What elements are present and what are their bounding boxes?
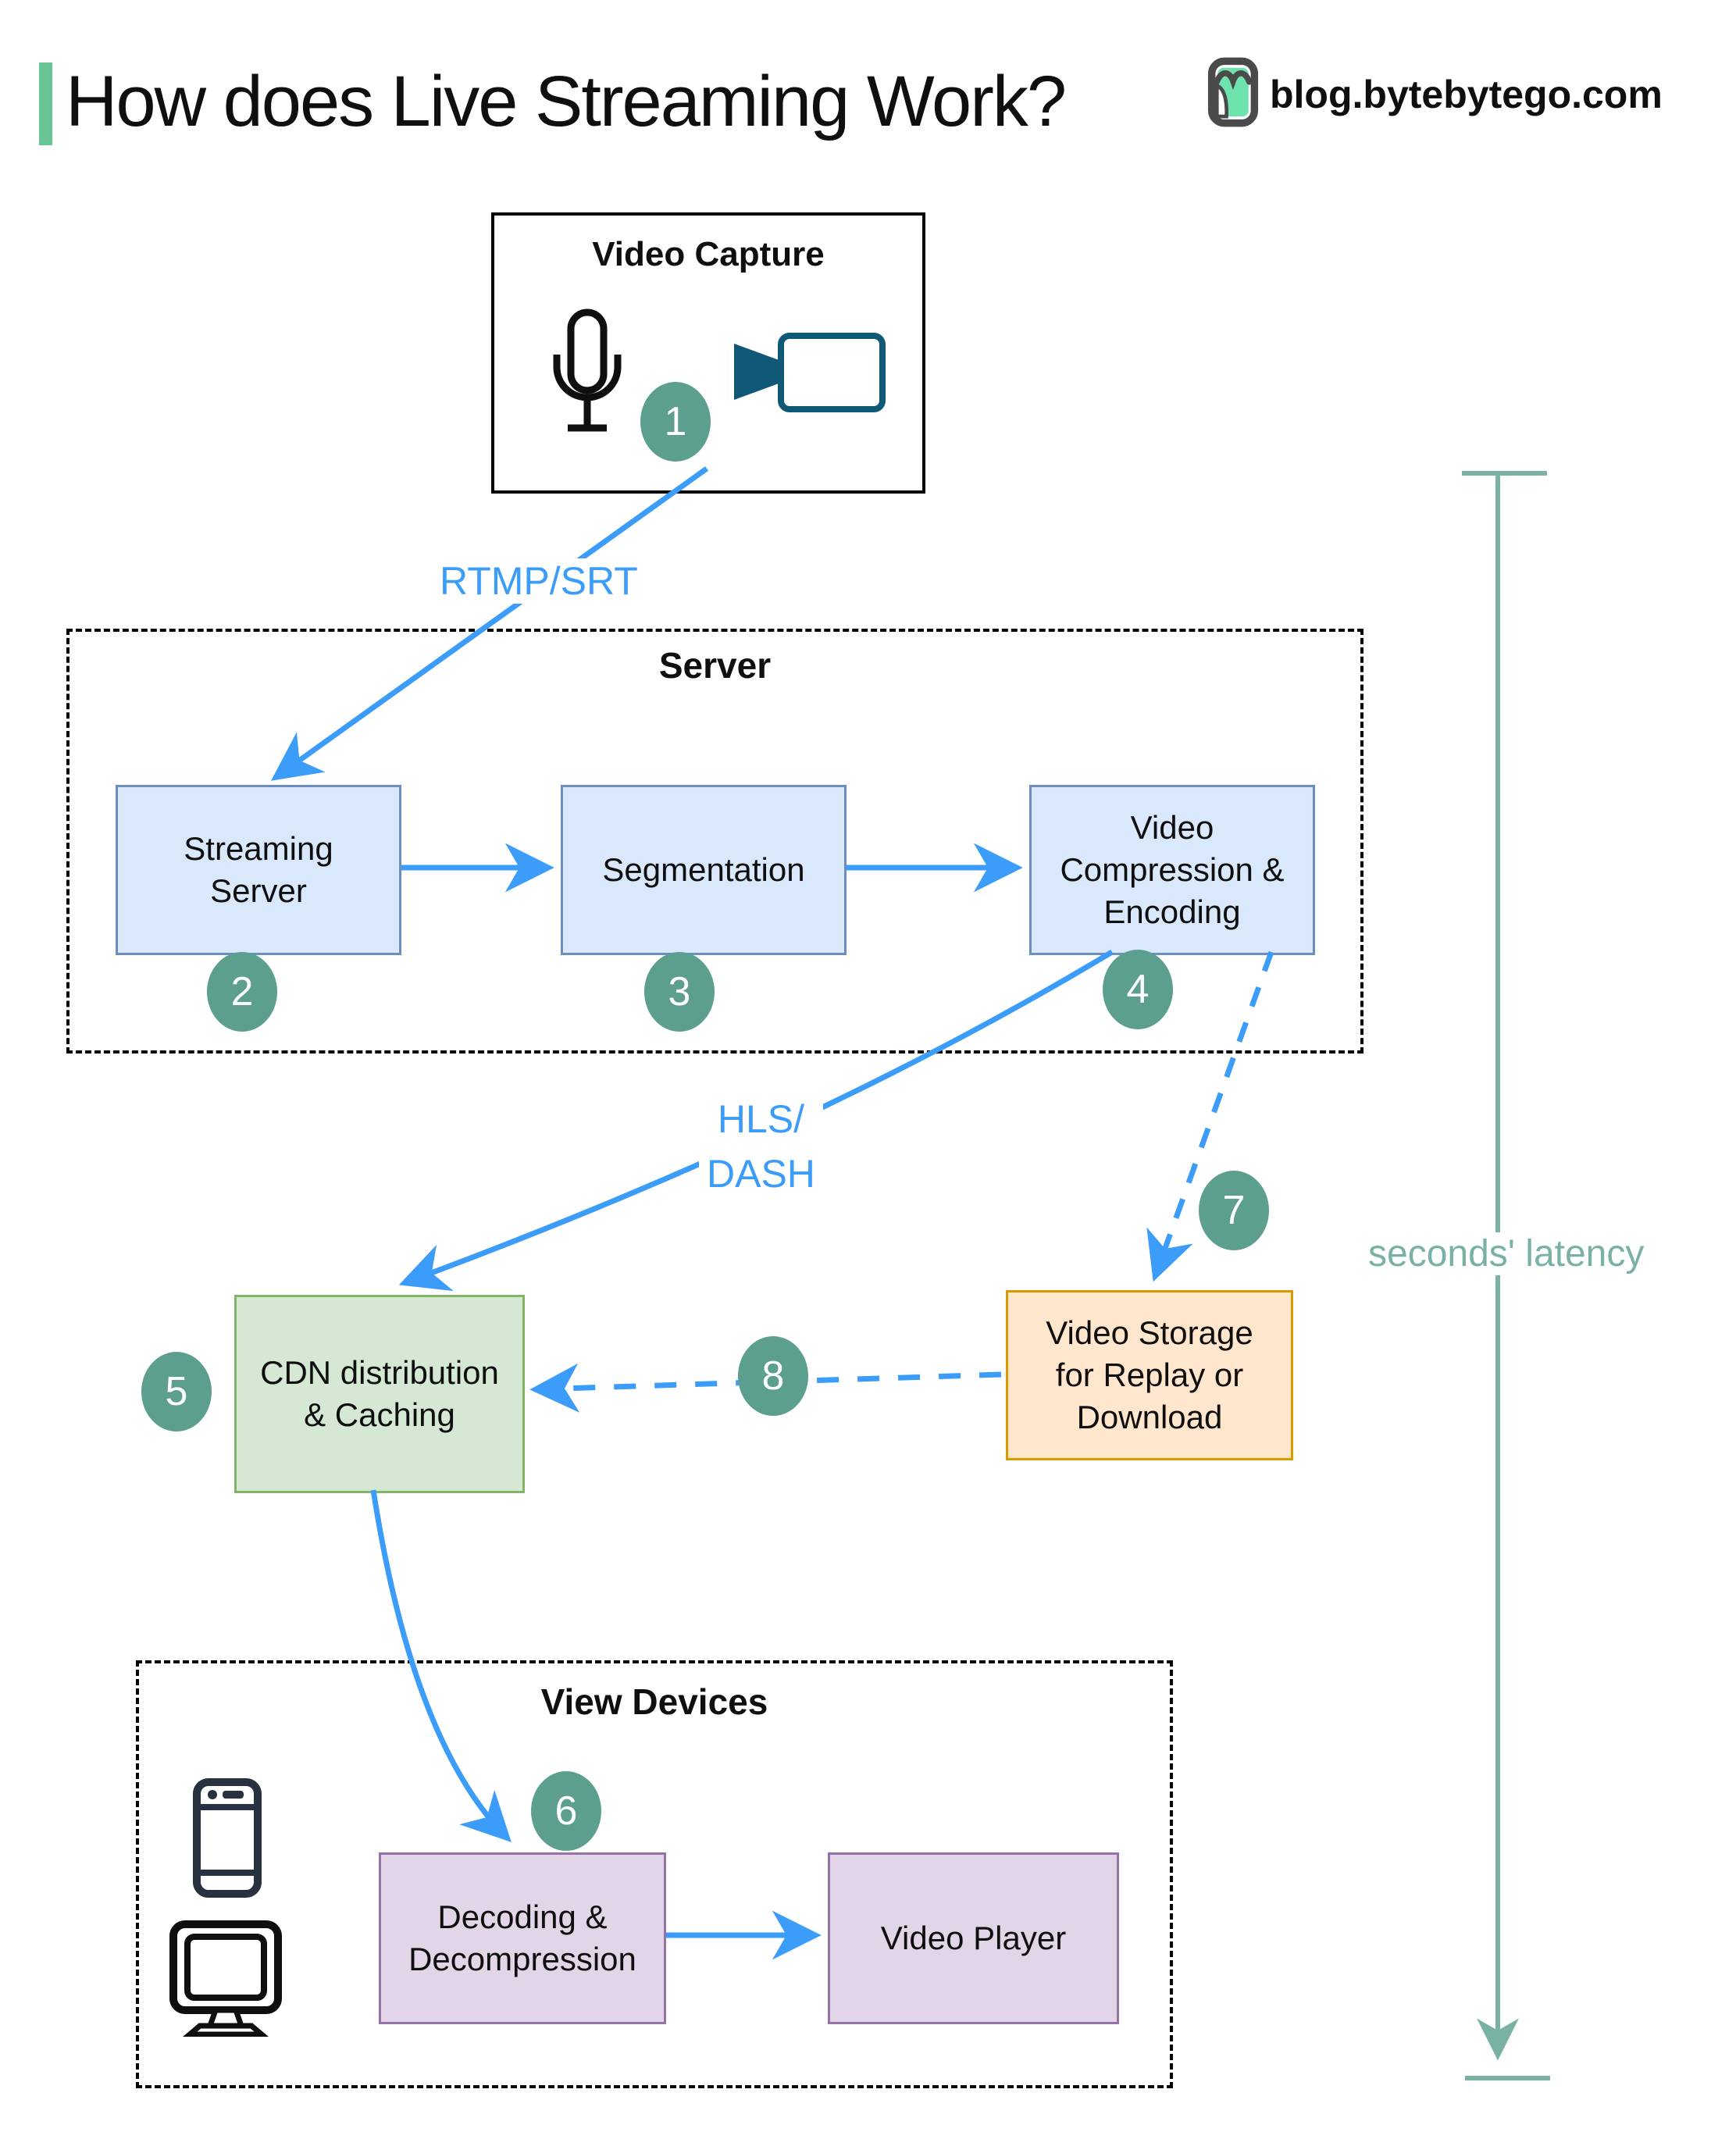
node-line: Compression & — [1060, 851, 1285, 889]
step-badge-4: 4 — [1103, 950, 1173, 1029]
edge-label-rtmp-srt: RTMP/SRT — [432, 558, 646, 604]
site-url: blog.bytebytego.com — [1270, 73, 1663, 116]
node-line: for Replay or — [1055, 1357, 1244, 1394]
step-badge-3: 3 — [644, 952, 715, 1032]
node-video-player: Video Player — [828, 1852, 1119, 2024]
node-line: Streaming — [184, 830, 333, 868]
edge-label-line: HLS/ — [717, 1097, 805, 1141]
node-line: Encoding — [1103, 893, 1241, 930]
monitor-icon — [169, 1920, 283, 2041]
node-line: Video — [1130, 809, 1214, 847]
node-line: Decompression — [408, 1941, 636, 1977]
server-container-label: Server — [658, 645, 772, 686]
node-line: & Caching — [304, 1396, 455, 1433]
node-line: Server — [210, 872, 307, 909]
step-badge-6: 6 — [531, 1771, 601, 1851]
node-cdn-distribution-caching: CDN distribution & Caching — [234, 1295, 525, 1493]
node-segmentation: Segmentation — [561, 785, 847, 955]
video-camera-icon — [725, 331, 889, 419]
node-line: Video Player — [880, 1920, 1067, 1957]
node-line: Video Storage — [1046, 1314, 1253, 1352]
smartphone-icon — [192, 1777, 262, 1902]
step-badge-2: 2 — [207, 952, 277, 1032]
step-badge-8: 8 — [738, 1336, 808, 1416]
node-line: CDN distribution — [260, 1354, 499, 1392]
node-video-compression-encoding: Video Compression & Encoding — [1029, 785, 1315, 955]
view-devices-container-label: View Devices — [540, 1681, 768, 1722]
edge-label-line: DASH — [707, 1152, 815, 1196]
title-accent-bar — [39, 62, 52, 145]
node-line: Download — [1076, 1398, 1223, 1435]
edge-label-hls-dash: HLS/ DASH — [699, 1092, 823, 1201]
node-video-storage: Video Storage for Replay or Download — [1006, 1290, 1293, 1460]
video-capture-label: Video Capture — [592, 235, 825, 273]
microphone-icon — [547, 306, 628, 451]
step-badge-1: 1 — [640, 382, 711, 462]
step-badge-7: 7 — [1199, 1171, 1269, 1250]
latency-label: seconds' latency — [1360, 1232, 1652, 1275]
node-streaming-server: Streaming Server — [116, 785, 401, 955]
page-title: How does Live Streaming Work? — [66, 62, 1067, 141]
node-line: Decoding & — [437, 1898, 608, 1936]
view-devices-container: View Devices — [136, 1660, 1173, 2088]
bytebytego-logo-icon — [1207, 56, 1259, 128]
node-decoding-decompression: Decoding & Decompression — [379, 1852, 666, 2024]
step-badge-5: 5 — [141, 1352, 212, 1431]
node-line: Segmentation — [602, 851, 805, 889]
